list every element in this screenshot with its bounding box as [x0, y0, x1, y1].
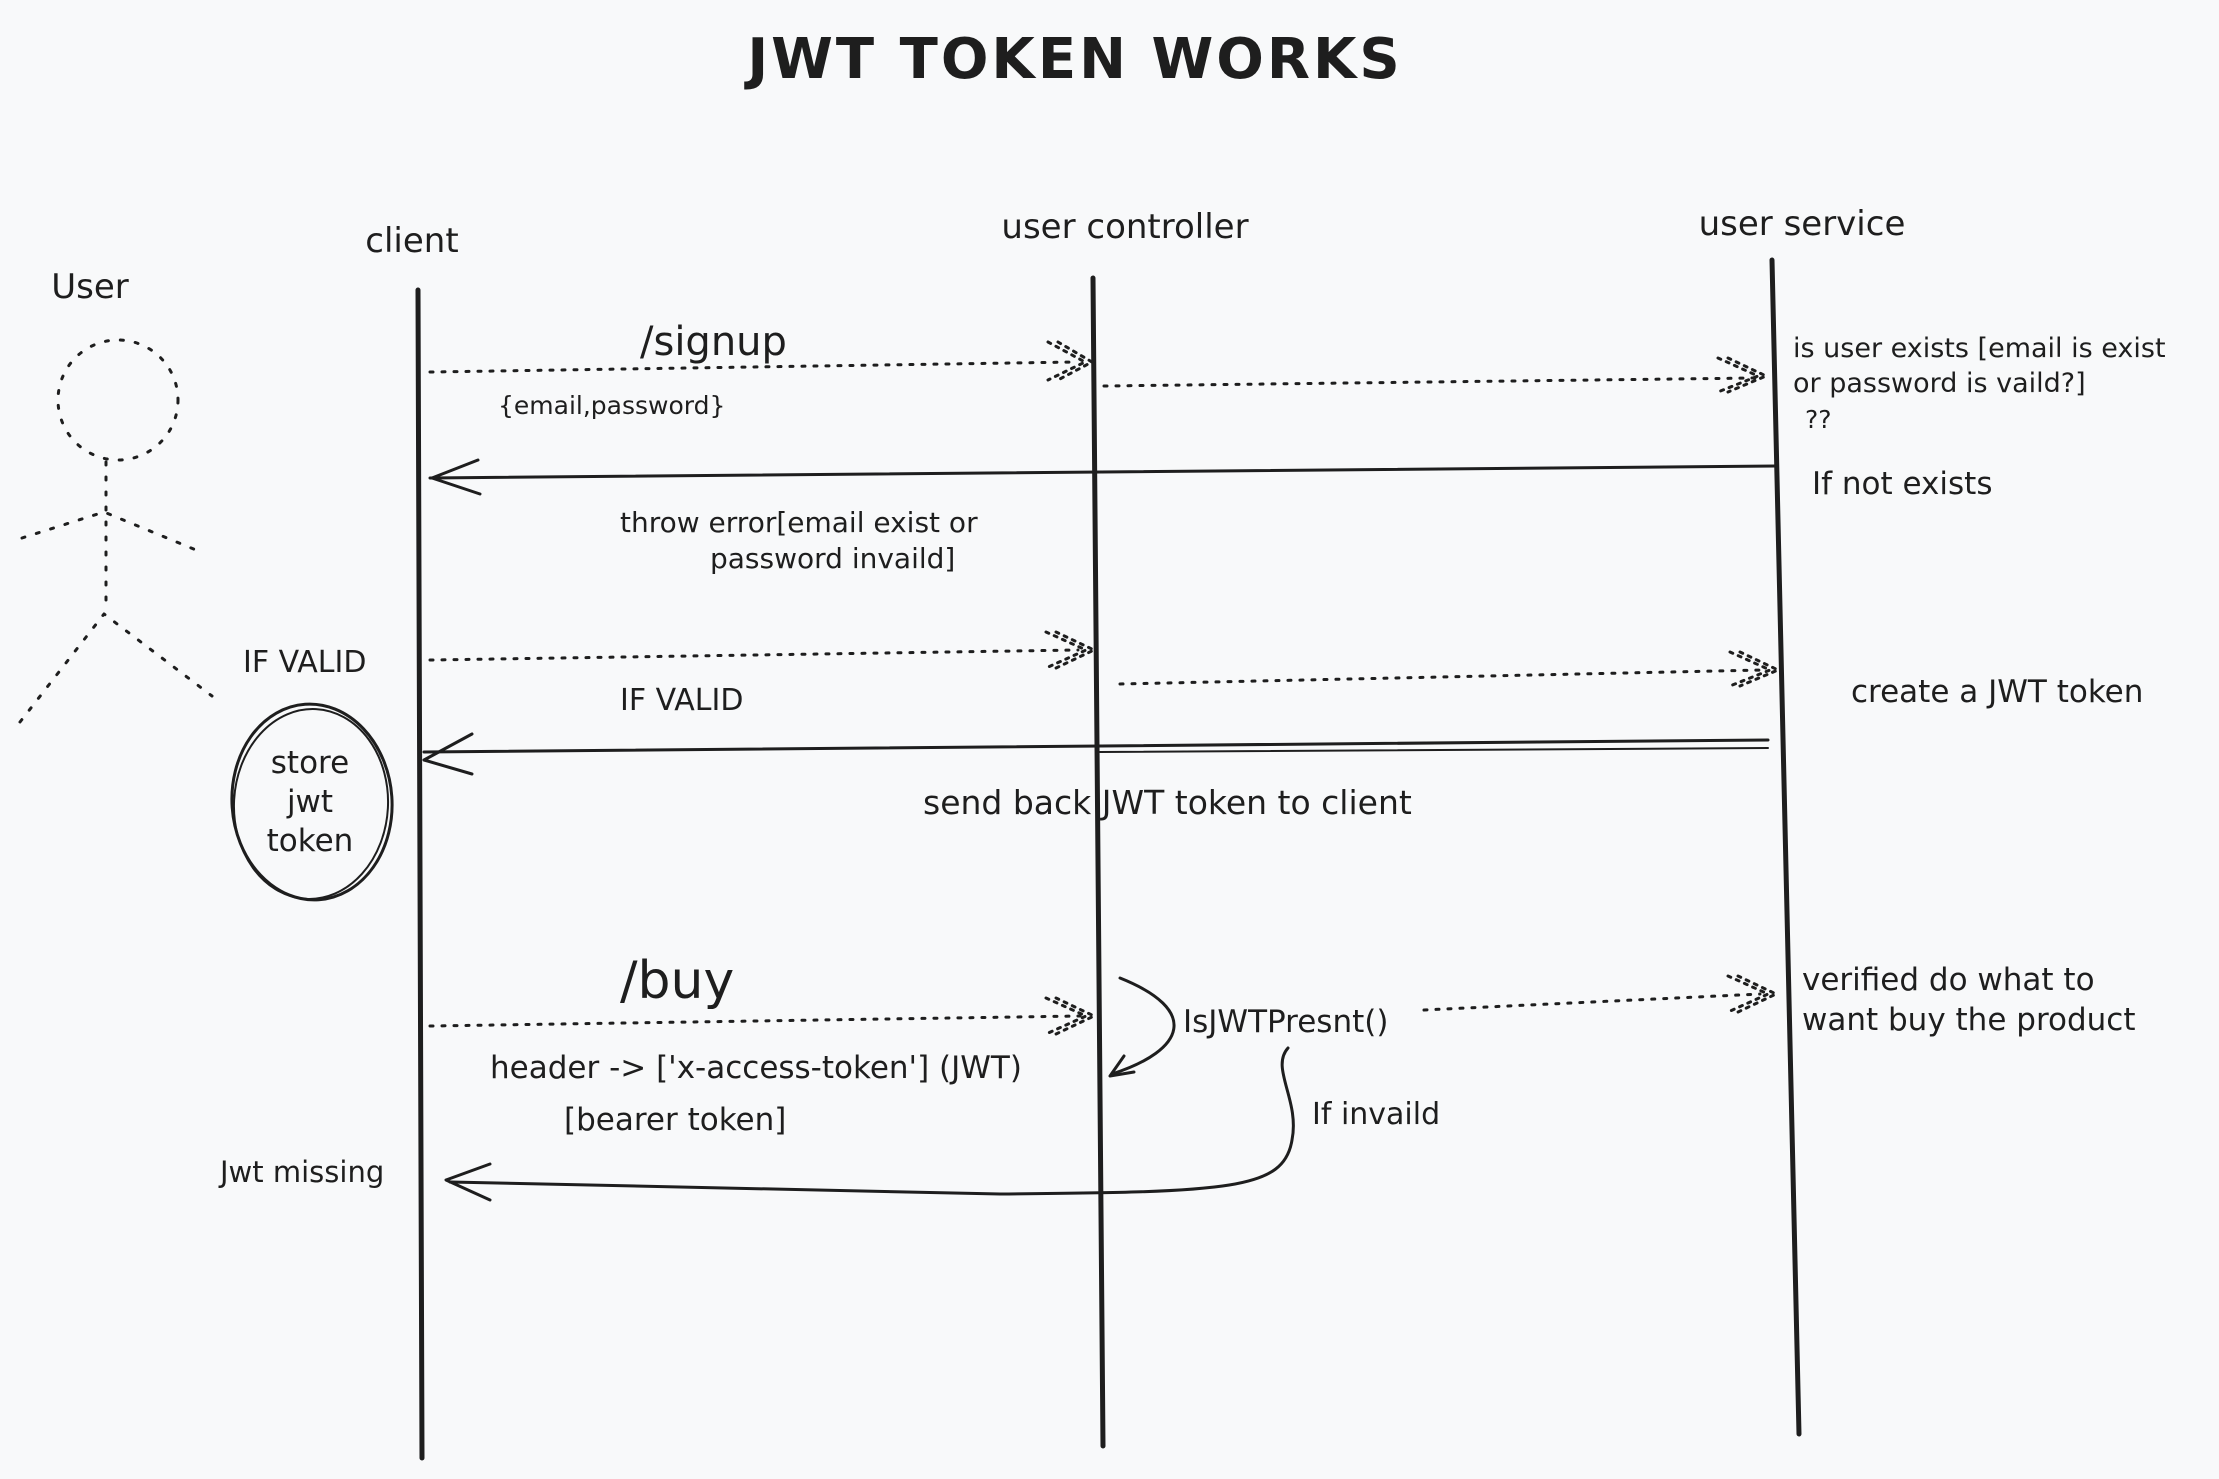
- service-lifeline: [1769, 257, 1802, 1437]
- buy-request-arrowhead: [1044, 996, 1096, 1036]
- user-stick-figure: [18, 338, 214, 724]
- create-jwt-label: create a JWT token: [1851, 674, 2143, 710]
- verified-forward-arrowhead: [1726, 974, 1778, 1014]
- service-check-line-1: is user exists [email is exist: [1793, 333, 2166, 364]
- store-token-line-1: store: [271, 745, 349, 781]
- jwt-present-check-label: IsJWTPresnt(): [1183, 1004, 1388, 1040]
- jwt-return-arrow: [422, 738, 1770, 754]
- user-arms: [20, 510, 198, 552]
- jwt-missing-label: Jwt missing: [218, 1155, 384, 1189]
- valid-forward-arrow: [1118, 668, 1764, 686]
- signup-payload: {email,password}: [498, 391, 725, 420]
- if-valid-client-label: IF VALID: [243, 645, 366, 680]
- if-invalid-label: If invaild: [1312, 1097, 1440, 1132]
- invalid-return-arrow: [448, 1046, 1295, 1196]
- valid-forward-arrowhead: [1728, 650, 1780, 688]
- store-token-ellipse: [230, 702, 394, 902]
- self-check-arrowhead: [1108, 1054, 1136, 1078]
- actor-service-label: user service: [1699, 204, 1906, 244]
- signup-request-arrowhead: [1046, 340, 1094, 382]
- buy-request-arrow: [428, 1014, 1082, 1028]
- buy-label: /buy: [620, 951, 734, 1011]
- store-token-ellipse-inner: [232, 708, 390, 900]
- actor-controller-label: user controller: [1001, 207, 1248, 247]
- controller-lifeline: [1090, 275, 1106, 1449]
- error-return-arrowhead: [430, 458, 482, 496]
- error-return-arrow: [428, 464, 1778, 480]
- jwt-return-arrow-stroke: [1099, 747, 1769, 753]
- if-valid-return-label: IF VALID: [620, 683, 743, 718]
- valid-request-arrowhead: [1044, 630, 1096, 670]
- signup-label: /signup: [640, 319, 787, 365]
- signup-forward-arrow: [1102, 376, 1757, 388]
- verified-line-2: want buy the product: [1802, 1002, 2136, 1038]
- jwt-return-arrowhead: [422, 732, 474, 776]
- not-exists-label: If not exists: [1812, 466, 1992, 502]
- client-lifeline: [415, 287, 425, 1461]
- service-check-line-3: ??: [1805, 405, 1832, 434]
- verified-forward-arrow: [1422, 992, 1762, 1012]
- diagram-title: JWT TOKEN WORKS: [743, 27, 1402, 92]
- send-back-jwt-label: send back JWT token to client: [923, 783, 1412, 822]
- user-legs: [18, 612, 214, 724]
- error-text-line-1: throw error[email exist or: [620, 506, 978, 539]
- user-head: [56, 338, 180, 462]
- actor-user-label: User: [51, 267, 129, 307]
- bearer-token-label: [bearer token]: [564, 1102, 786, 1138]
- error-text-line-2: password invaild]: [710, 542, 955, 575]
- valid-request-arrow: [428, 648, 1080, 662]
- store-token-line-2: jwt: [286, 784, 333, 820]
- self-check-arrow: [1110, 976, 1176, 1076]
- signup-forward-arrowhead: [1716, 356, 1768, 394]
- verified-line-1: verified do what to: [1802, 962, 2095, 998]
- signup-request-arrow: [428, 360, 1077, 374]
- store-token-line-3: token: [267, 823, 354, 859]
- invalid-return-arrowhead: [444, 1162, 492, 1202]
- service-check-line-2: or password is vaild?]: [1793, 368, 2086, 399]
- actor-client-label: client: [365, 221, 458, 261]
- buy-header-label: header -> ['x-access-token'] (JWT): [490, 1050, 1022, 1086]
